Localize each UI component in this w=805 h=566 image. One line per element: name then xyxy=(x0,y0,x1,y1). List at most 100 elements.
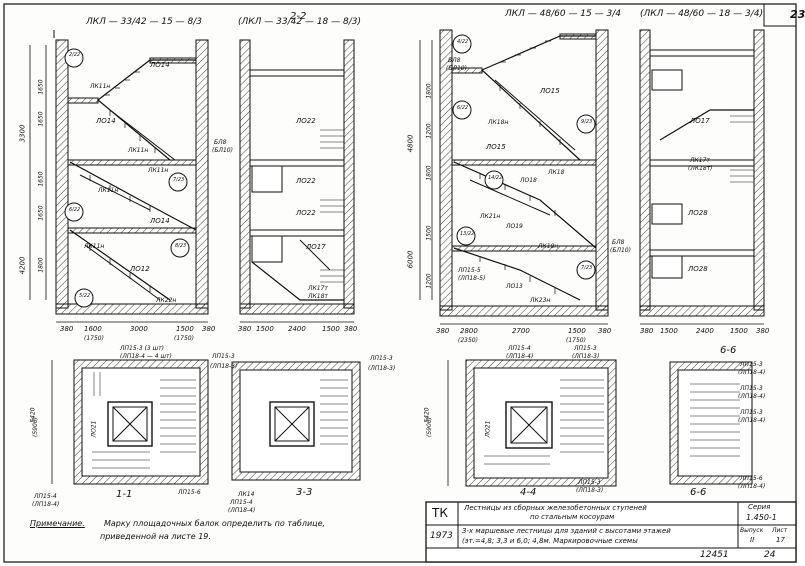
s66-label-2: (ЛК18т) xyxy=(688,165,713,172)
le-circle-0: 2/22 xyxy=(69,52,81,58)
p66-r1b: (ЛП18-4) xyxy=(738,369,766,376)
left-mark: ЛКЛ — 33/42 — 15 — 8/3 xyxy=(86,17,202,27)
p44-vert: ЛО21 xyxy=(484,420,492,438)
re-label-0: ЛО15 xyxy=(540,87,560,95)
p33-bl: ЛП15-4 xyxy=(230,499,253,506)
plan-1-1 xyxy=(51,359,209,485)
re-label-7: ЛК18н xyxy=(538,243,559,250)
re-dimv-0: 4800 xyxy=(406,134,415,153)
s66-label-3: ЛО28 xyxy=(688,209,708,217)
tb-vypusk: II xyxy=(750,536,755,544)
s22-label-2: ЛО22 xyxy=(296,209,316,217)
p11-bl: ЛП15-4 xyxy=(34,493,57,500)
p66-r4: ЛП15-6 xyxy=(740,475,763,482)
s22-dimb-2: 2400 xyxy=(288,325,306,333)
tb-title-1: Лестницы из сборных железобетонных ступе… xyxy=(464,504,647,512)
re-label-10: БЛ8 xyxy=(448,57,461,64)
le-label-0: ЛО14 xyxy=(150,61,170,69)
le-dimb-sub-0: (1750) xyxy=(84,335,104,342)
s22-label-5: ЛК18т xyxy=(308,293,328,300)
p11-tr: ЛП15-3 xyxy=(212,353,235,360)
re-label-13: (ЛП18-5) xyxy=(458,275,486,282)
le-circle-4: 5/22 xyxy=(79,293,91,299)
re-circle-5: 7/23 xyxy=(581,265,593,271)
left-elevation xyxy=(29,30,209,323)
note-text-2: приведенной на листе 19. xyxy=(100,532,211,541)
s22-label-1: ЛО22 xyxy=(296,177,316,185)
le-dimv-6: 1800 xyxy=(37,257,45,273)
s22-label-3: ЛО17 xyxy=(306,243,326,251)
le-dimb-2: 3000 xyxy=(130,325,148,333)
s66-label-4: ЛО28 xyxy=(688,265,708,273)
p11-tl: ЛП15-3 (3 шт) xyxy=(120,345,164,352)
le-dimv-5: 4200 xyxy=(18,256,27,275)
p66-r2b: (ЛП18-4) xyxy=(738,393,766,400)
re-circle-1: 6/22 xyxy=(457,105,469,111)
re-circle-3: 14/22 xyxy=(488,175,503,181)
le-label-4: ЛК11н xyxy=(98,187,119,194)
le-label-7: ЛК22н xyxy=(156,297,177,304)
re-dimb-0: 380 xyxy=(436,327,450,335)
title-block-frame xyxy=(425,501,797,563)
re-dimb-2: 2700 xyxy=(512,327,530,335)
re-label-15: (БЛ10) xyxy=(610,247,631,254)
re-label-1: ЛК18н xyxy=(488,119,509,126)
re-dimb-sub-1: (1750) xyxy=(566,337,586,344)
le-dimv-3: 1650 xyxy=(37,171,45,187)
s66-dimb-0: 380 xyxy=(640,327,654,335)
re-dimb-1: 2800 xyxy=(460,327,478,335)
note-heading: Примечание. xyxy=(30,519,85,528)
re-label-9: ЛК23н xyxy=(530,297,551,304)
p11-title: 1-1 xyxy=(116,489,133,500)
tb-list: 17 xyxy=(776,536,785,544)
p44-br: ЛП15-3 xyxy=(578,479,601,486)
p11-bl2: (ЛП18-4) xyxy=(32,501,60,508)
p44-dim2: (5900) xyxy=(425,417,433,437)
re-circle-4: 13/22 xyxy=(460,231,475,237)
left-mark-alt: (ЛКЛ — 33/42 — 18 — 8/3) xyxy=(238,17,361,27)
p33-bl2: (ЛП18-4) xyxy=(228,507,256,514)
re-label-6: ЛО19 xyxy=(506,223,523,230)
le-dimb-3: 1500 xyxy=(176,325,194,333)
p11-tl2: (ЛП18-4 — 4 шт) xyxy=(120,353,172,360)
tb-title-2: по стальным косоурам xyxy=(530,513,615,521)
p44-tr: ЛП15-3 xyxy=(574,345,597,352)
le-dimv-2: 1650 xyxy=(37,111,45,127)
tb-series-label: Серия xyxy=(748,503,771,511)
le-dimb-sub-1: (1750) xyxy=(174,335,194,342)
p66-r1: ЛП15-3 xyxy=(740,361,763,368)
le-dimv-1: 1650 xyxy=(37,79,45,95)
le-label-8: БЛ8 xyxy=(214,139,227,146)
re-circle-2: 9/23 xyxy=(581,119,593,125)
page-number: 23 xyxy=(790,8,805,21)
re-label-8: ЛО13 xyxy=(506,283,523,290)
p66-r4b: (ЛП18-4) xyxy=(738,483,766,490)
s66-dimb-3: 1500 xyxy=(730,327,748,335)
le-label-6: ЛО12 xyxy=(130,265,150,273)
page-number-box xyxy=(763,3,797,27)
p11-br: ЛП15-6 xyxy=(178,489,201,496)
le-circle-2: 6/22 xyxy=(69,207,81,213)
tb-series: 1.450-1 xyxy=(746,513,777,522)
tb-subtitle-2: (эт.=4,8; 3,3 и 6,0; 4,8м. Маркировочные… xyxy=(462,537,638,545)
le-dimv-4: 1650 xyxy=(37,205,45,221)
p44-tr2: (ЛП18-3) xyxy=(572,353,600,360)
le-dimb-0: 380 xyxy=(60,325,74,333)
p44-tl: ЛП15-4 xyxy=(508,345,531,352)
p66-title: 6-6 xyxy=(690,487,707,498)
re-dimv-2: 1200 xyxy=(425,123,433,139)
s66-dimb-2: 2400 xyxy=(696,327,714,335)
re-dimv-5: 1500 xyxy=(425,225,433,241)
p33-tl: ЛК14 xyxy=(238,491,255,498)
re-label-11: (БЛ10) xyxy=(446,65,467,72)
tb-org: ТК xyxy=(432,506,448,520)
s66-dimb-1: 1500 xyxy=(660,327,678,335)
le-label-3: ЛО14 xyxy=(96,117,116,125)
note-text-1: Марку площадочных балок определить по та… xyxy=(104,519,326,528)
p33-title: 3-3 xyxy=(296,487,313,498)
section-2-2 xyxy=(239,39,355,323)
s22-dimb-1: 1500 xyxy=(256,325,274,333)
right-mark-alt: (ЛКЛ — 48/60 — 18 — 3/4) xyxy=(640,9,763,19)
s66-label-0: ЛО17 xyxy=(690,117,710,125)
